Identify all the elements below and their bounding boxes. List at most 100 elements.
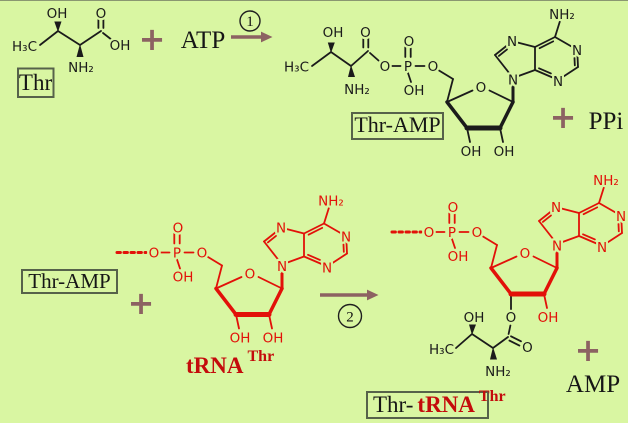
bond	[538, 220, 555, 241]
bond	[215, 276, 243, 290]
bond	[214, 286, 238, 317]
bond	[538, 210, 552, 222]
product-label-prefix: Thr-	[373, 392, 413, 417]
bond	[176, 258, 181, 270]
product-label-box	[366, 391, 489, 419]
thr-amp-label-box	[351, 112, 444, 140]
plus-operator: +	[550, 98, 577, 136]
bond	[497, 48, 508, 57]
bond	[466, 127, 471, 143]
adenine-amino-label: NH₂	[318, 194, 344, 210]
threonyl-group-product: O H₃C OH O NH₂	[427, 295, 535, 382]
bond	[582, 206, 599, 216]
bond	[285, 228, 305, 235]
plus-operator: +	[575, 331, 602, 369]
methyl-label: H₃C	[284, 60, 309, 76]
adenine-n7-label: N	[551, 200, 561, 216]
bond	[407, 72, 412, 83]
bond	[345, 241, 348, 255]
bond	[598, 186, 605, 204]
thr-label-box	[17, 67, 55, 98]
bond	[455, 333, 473, 349]
adenine-n1-label: N	[616, 209, 626, 225]
bridge-oxygen-5prime-label: O	[472, 225, 483, 241]
adenine-n3-label: N	[322, 261, 332, 277]
bond	[207, 256, 223, 267]
ribose-3prime-hydroxyl-label: OH	[230, 331, 251, 347]
bond	[576, 55, 579, 68]
product-label: Thr- tRNA Thr	[373, 388, 506, 417]
bond	[543, 293, 548, 309]
phosphorus-label: P	[404, 59, 412, 75]
bond	[330, 51, 352, 67]
bond	[350, 50, 369, 67]
bond	[323, 206, 330, 225]
bond	[488, 89, 514, 103]
bond	[598, 202, 617, 214]
adenine-n3-label: N	[597, 240, 607, 256]
phosphate-hydroxyl-label: OH	[404, 83, 425, 99]
adenine-n7-label: N	[507, 34, 517, 50]
bond	[560, 207, 580, 214]
bond	[541, 214, 552, 223]
bond	[542, 266, 559, 296]
methyl-label: H₃C	[12, 39, 37, 55]
bond	[263, 240, 280, 261]
ribose-2prime-hydroxyl-label: OH	[263, 331, 284, 347]
bond	[311, 51, 332, 67]
thr-amp-label: Thr-AMP	[354, 112, 440, 137]
adenine-amino-label: NH₂	[549, 7, 575, 23]
bond	[532, 255, 558, 269]
carbonyl-oxygen-label: O	[96, 6, 107, 22]
bond	[482, 235, 498, 246]
bond	[446, 78, 454, 103]
ppi-label: PPi	[589, 108, 624, 135]
bond	[451, 238, 456, 249]
bond	[307, 226, 324, 236]
thr-amp-label-box-2	[21, 269, 118, 294]
wedge-bond	[76, 44, 84, 57]
trna-thr-label: tRNA Thr	[186, 348, 274, 378]
arrow-step1	[231, 31, 273, 43]
product-label-superscript: Thr	[479, 388, 506, 405]
bond	[445, 100, 469, 130]
bond	[471, 333, 494, 349]
hydroxyl-label: OH	[47, 6, 68, 22]
bond	[39, 30, 59, 46]
bond	[494, 44, 508, 56]
wedge-bond	[348, 65, 355, 77]
bond	[267, 286, 284, 317]
bridge-oxygen-5prime-label: O	[197, 246, 208, 262]
bond	[578, 235, 598, 245]
bond	[499, 127, 504, 143]
adenine-amino-label: NH₂	[593, 173, 619, 189]
bond	[561, 235, 580, 243]
bond	[507, 324, 512, 335]
carbonyl-oxygen-label: O	[360, 25, 371, 41]
bond	[490, 255, 518, 269]
bond	[235, 313, 240, 330]
thr-amp-label-2: Thr-AMP	[28, 269, 110, 293]
product-label-trna: tRNA	[417, 392, 475, 417]
bond	[554, 36, 573, 48]
phosphate-hydroxyl-label: OH	[448, 249, 469, 265]
adenine-n9-label: N	[277, 259, 287, 275]
arrow-step2	[320, 289, 379, 301]
bond	[620, 221, 623, 234]
carbonyl-oxygen-label: O	[522, 340, 533, 356]
trna-label-text: tRNA	[186, 353, 244, 378]
adenine-n3-label: N	[553, 74, 563, 90]
step1-circle	[239, 10, 261, 32]
step1-number: 1	[246, 14, 254, 30]
bond	[489, 266, 513, 296]
ribose-2prime-hydroxyl-label: OH	[494, 144, 515, 160]
phosphorus-label: P	[448, 225, 456, 241]
amino-label: NH₂	[485, 364, 511, 380]
bond	[215, 264, 223, 290]
plus-operator: +	[139, 20, 166, 58]
